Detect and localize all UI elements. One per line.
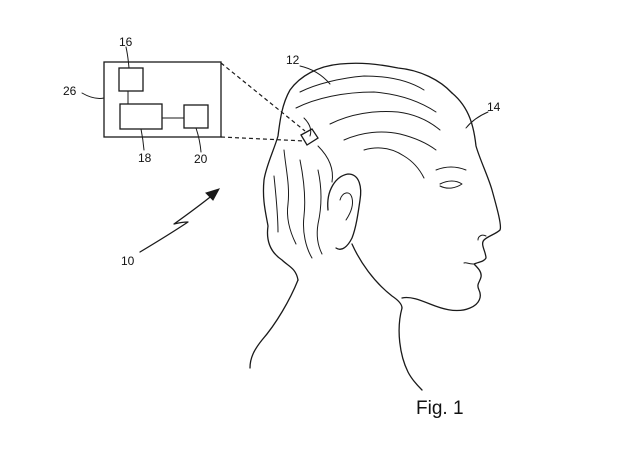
component-16-box <box>118 67 144 92</box>
eyebrow <box>435 166 467 171</box>
label-12: 12 <box>286 53 300 67</box>
eye <box>439 180 463 189</box>
leader-14 <box>465 111 489 129</box>
implant-12 <box>300 128 319 146</box>
hair-strand-2 <box>295 91 437 113</box>
face-profile <box>401 92 502 312</box>
arrow-10-head <box>205 188 221 201</box>
inset-leaders <box>81 46 202 153</box>
label-14: 14 <box>487 100 501 114</box>
leader-16 <box>125 46 130 69</box>
figure-caption: Fig. 1 <box>416 398 464 419</box>
component-20-box <box>183 104 209 129</box>
hair-strand-7 <box>299 159 313 259</box>
arrow-10 <box>139 188 221 253</box>
ear <box>327 173 362 250</box>
jaw <box>351 243 403 309</box>
arrow-10-shaft <box>139 193 215 253</box>
label-18: 18 <box>138 151 152 165</box>
lip-line <box>463 262 474 265</box>
hair-strand-4 <box>343 131 437 151</box>
projection-lines <box>220 62 306 142</box>
component-18-box <box>119 103 163 130</box>
neck-front <box>398 307 423 391</box>
hair-strand-1 <box>299 75 425 93</box>
hair-strand-11 <box>303 117 312 137</box>
projection-bottom <box>220 136 306 142</box>
leader-12 <box>299 65 331 85</box>
label-10: 10 <box>121 254 135 268</box>
hair-strand-6 <box>283 149 297 245</box>
neck-back <box>249 279 299 369</box>
leader-18 <box>140 128 145 151</box>
hair <box>262 62 453 281</box>
projection-top <box>220 62 306 132</box>
head-outline <box>249 92 502 391</box>
hair-strand-10 <box>363 147 425 179</box>
hair-strand-3 <box>329 111 441 131</box>
label-16: 16 <box>119 35 133 49</box>
hair-strand-8 <box>316 169 323 255</box>
label-26: 26 <box>63 84 77 98</box>
module-inset <box>103 61 222 138</box>
leader-26 <box>81 92 105 99</box>
label-20: 20 <box>194 152 208 166</box>
hair-outline-top <box>262 62 453 281</box>
hair-strand-5 <box>317 145 333 183</box>
ear-inner <box>339 192 353 221</box>
nostril <box>477 234 487 241</box>
hair-strand-9 <box>273 175 279 233</box>
leader-20 <box>195 127 202 153</box>
